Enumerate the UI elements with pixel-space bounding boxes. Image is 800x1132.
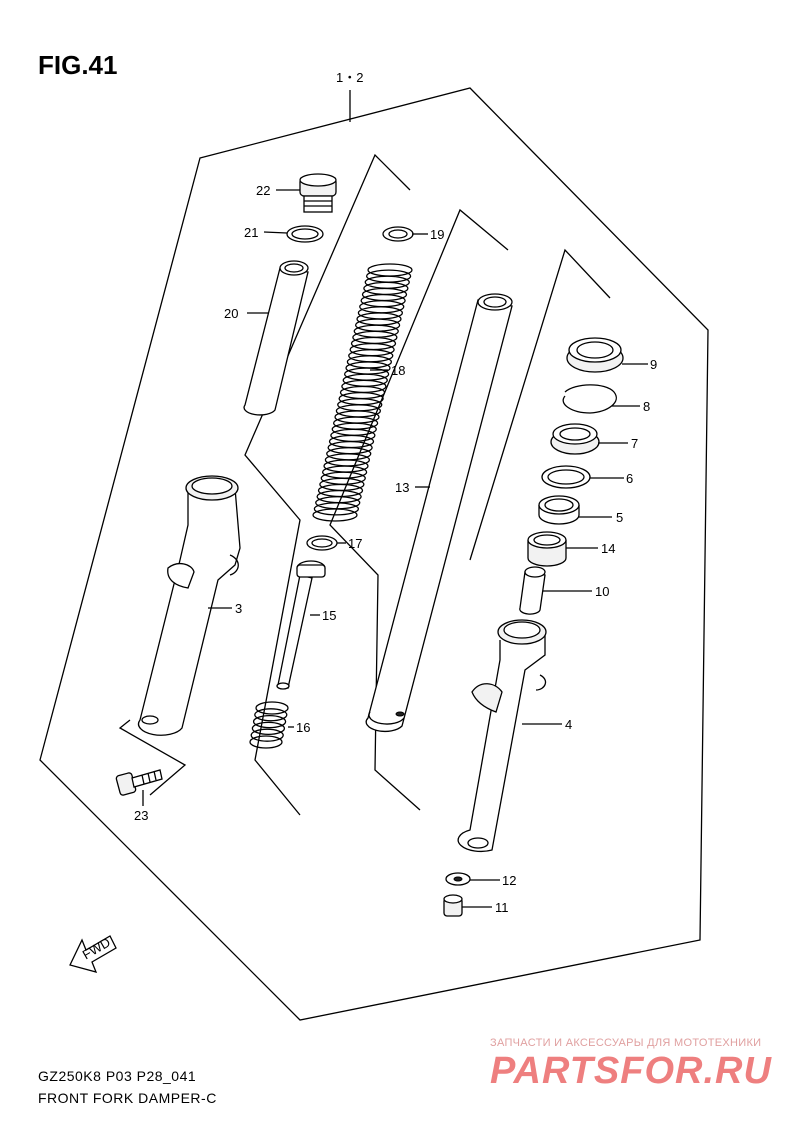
outer-tube-left: [137, 475, 241, 736]
part-label-6: 6: [626, 471, 633, 486]
oil-lock-piece: [519, 566, 546, 615]
part-label-13: 13: [395, 480, 409, 495]
outer-tube-boundary: [469, 248, 611, 561]
part-label-22: 22: [256, 183, 270, 198]
guide-bushing: [527, 531, 567, 567]
model-code: GZ250K8 P03 P28_041: [38, 1068, 197, 1084]
part-label-5: 5: [616, 510, 623, 525]
damper-rod: [276, 560, 326, 690]
left-outer-boundary: [118, 719, 187, 796]
part-label-17: 17: [348, 536, 362, 551]
part-label-9: 9: [650, 357, 657, 372]
inner-tube: [365, 293, 513, 733]
figure-title: FIG.41: [38, 50, 118, 80]
oil-seal: [550, 423, 600, 455]
part-label-8: 8: [643, 399, 650, 414]
part-label-18: 18: [391, 363, 405, 378]
fwd-arrow-icon: FWD: [69, 935, 117, 973]
diagram-caption: FRONT FORK DAMPER-C: [38, 1090, 217, 1106]
part-label-14: 14: [601, 541, 615, 556]
slide-bushing: [538, 495, 580, 525]
part-label-12: 12: [502, 873, 516, 888]
damper-boundary: [244, 153, 411, 816]
watermark-subtitle: ЗАПЧАСТИ И АКСЕССУАРЫ ДЛЯ МОТОТЕХНИКИ: [490, 1037, 762, 1049]
part-label-15: 15: [322, 608, 336, 623]
cap-bolt: [299, 173, 337, 213]
assembly-label: 1・2: [336, 70, 363, 85]
watermark-brand: PARTSFOR.RU: [490, 1050, 772, 1092]
assembly-boundary: [39, 87, 709, 1021]
gasket-12: [445, 872, 471, 886]
part-label-10: 10: [595, 584, 609, 599]
part-label-11: 11: [495, 900, 509, 915]
leader-lines: [142, 189, 648, 908]
part-label-21: 21: [244, 225, 258, 240]
part-label-3: 3: [235, 601, 242, 616]
outer-tube-right: [457, 619, 547, 853]
part-label-7: 7: [631, 436, 638, 451]
bolt-23: [115, 769, 163, 796]
bolt-11: [443, 894, 463, 917]
part-label-23: 23: [134, 808, 148, 823]
rebound-spring: [249, 701, 289, 749]
part-label-4: 4: [565, 717, 572, 732]
part-label-16: 16: [296, 720, 310, 735]
o-ring-21: [286, 225, 324, 243]
dust-seal: [566, 337, 624, 373]
washer-6: [541, 465, 591, 489]
fork-spring: [312, 263, 413, 522]
stopper-ring: [562, 384, 617, 414]
washer-19: [382, 226, 414, 242]
part-label-19: 19: [430, 227, 444, 242]
inner-tube-boundary: [329, 208, 509, 811]
part-label-20: 20: [224, 306, 238, 321]
spacer: [243, 260, 309, 416]
